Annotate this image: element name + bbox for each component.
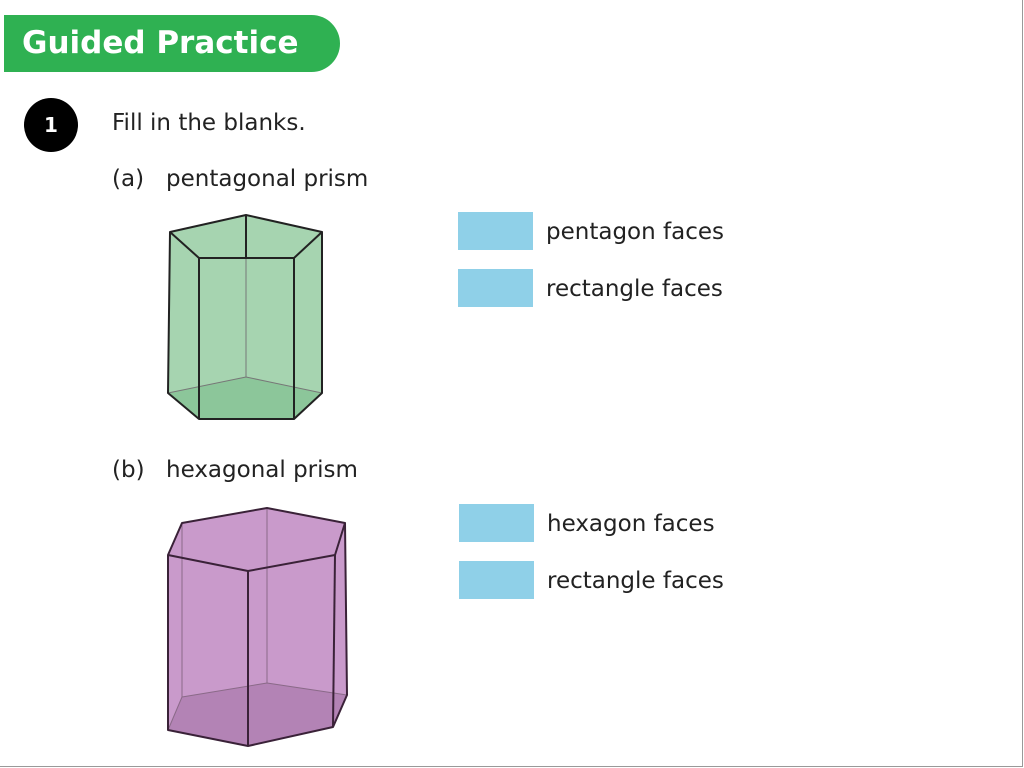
pentagonal-prism-image <box>167 214 323 420</box>
part-a-name: pentagonal prism <box>166 166 369 192</box>
part-a-blank-2[interactable] <box>458 269 533 307</box>
part-b-label: (b) <box>112 457 145 483</box>
part-b-blank-1[interactable] <box>459 504 534 542</box>
part-a-text-2: rectangle faces <box>546 276 723 302</box>
guided-practice-banner: Guided Practice <box>4 15 340 72</box>
part-a-text-1: pentagon faces <box>546 219 724 245</box>
part-a-blank-1[interactable] <box>458 212 533 250</box>
part-b-text-1: hexagon faces <box>547 511 715 537</box>
part-b-text-2: rectangle faces <box>547 568 724 594</box>
part-a-label: (a) <box>112 166 145 192</box>
hexagonal-prism-image <box>167 507 348 747</box>
part-b-name: hexagonal prism <box>166 457 358 483</box>
part-b-blank-2[interactable] <box>459 561 534 599</box>
question-number-badge: 1 <box>24 98 78 152</box>
instruction: Fill in the blanks. <box>112 110 306 136</box>
